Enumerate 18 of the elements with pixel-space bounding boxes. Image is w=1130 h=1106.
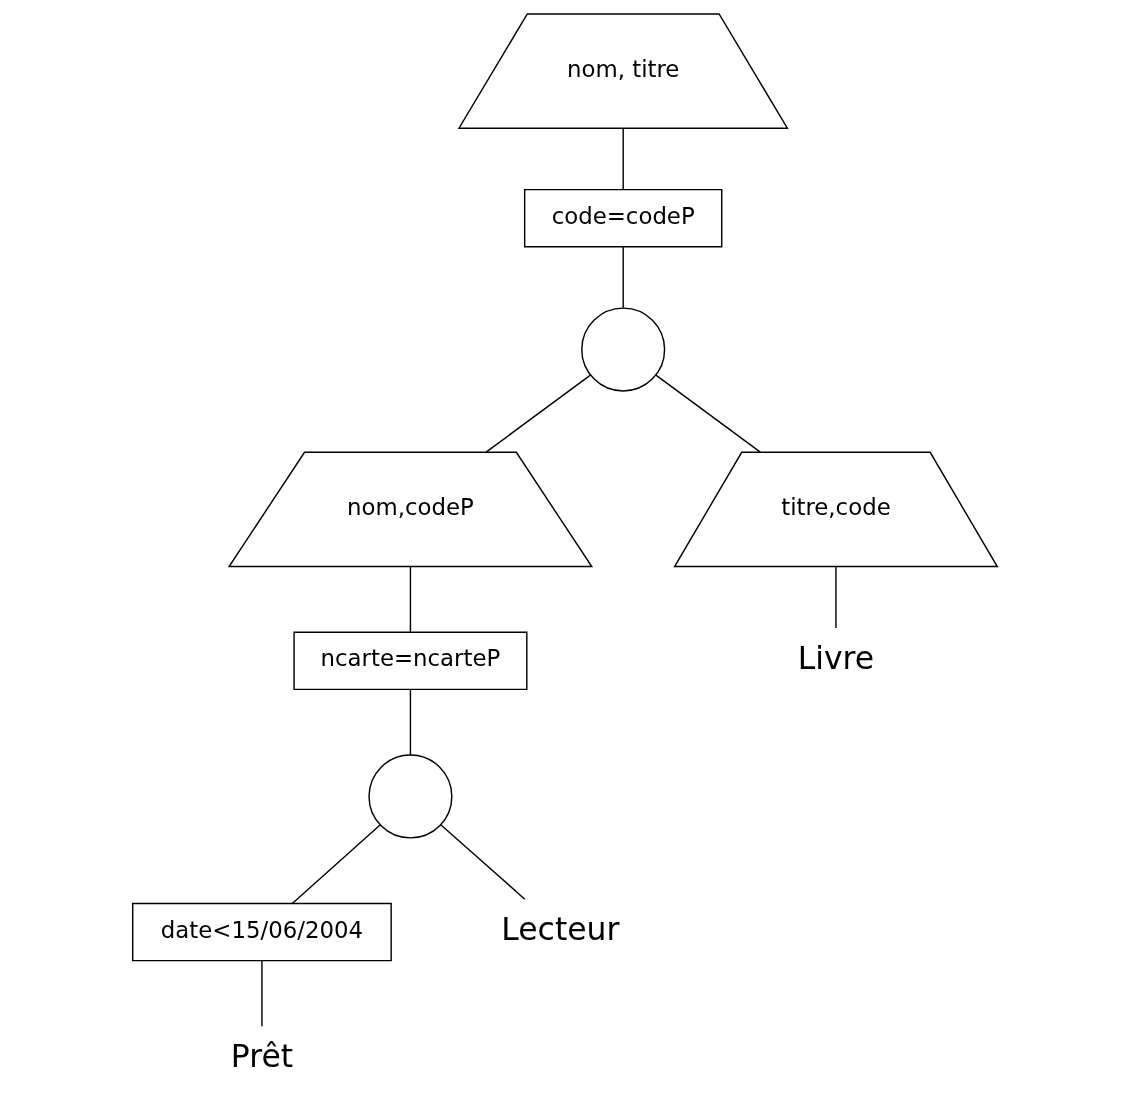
node-box: code=codeP [523, 188, 723, 248]
connector [622, 246, 624, 309]
node-box: date<15/06/2004 [132, 902, 392, 962]
node-text: Prêt [230, 1038, 294, 1075]
connector [835, 565, 837, 629]
node-circle [581, 307, 666, 392]
node-box: ncarte=ncarteP [293, 631, 528, 691]
node-text: Lecteur [501, 911, 620, 948]
connector [409, 565, 412, 633]
connector [409, 689, 412, 756]
connector [655, 374, 761, 453]
connector [291, 824, 381, 905]
node-text: Livre [797, 639, 875, 676]
connector [440, 824, 526, 900]
connector [622, 127, 624, 191]
connector [261, 960, 263, 1028]
node-circle [368, 754, 453, 839]
connector [485, 374, 592, 453]
